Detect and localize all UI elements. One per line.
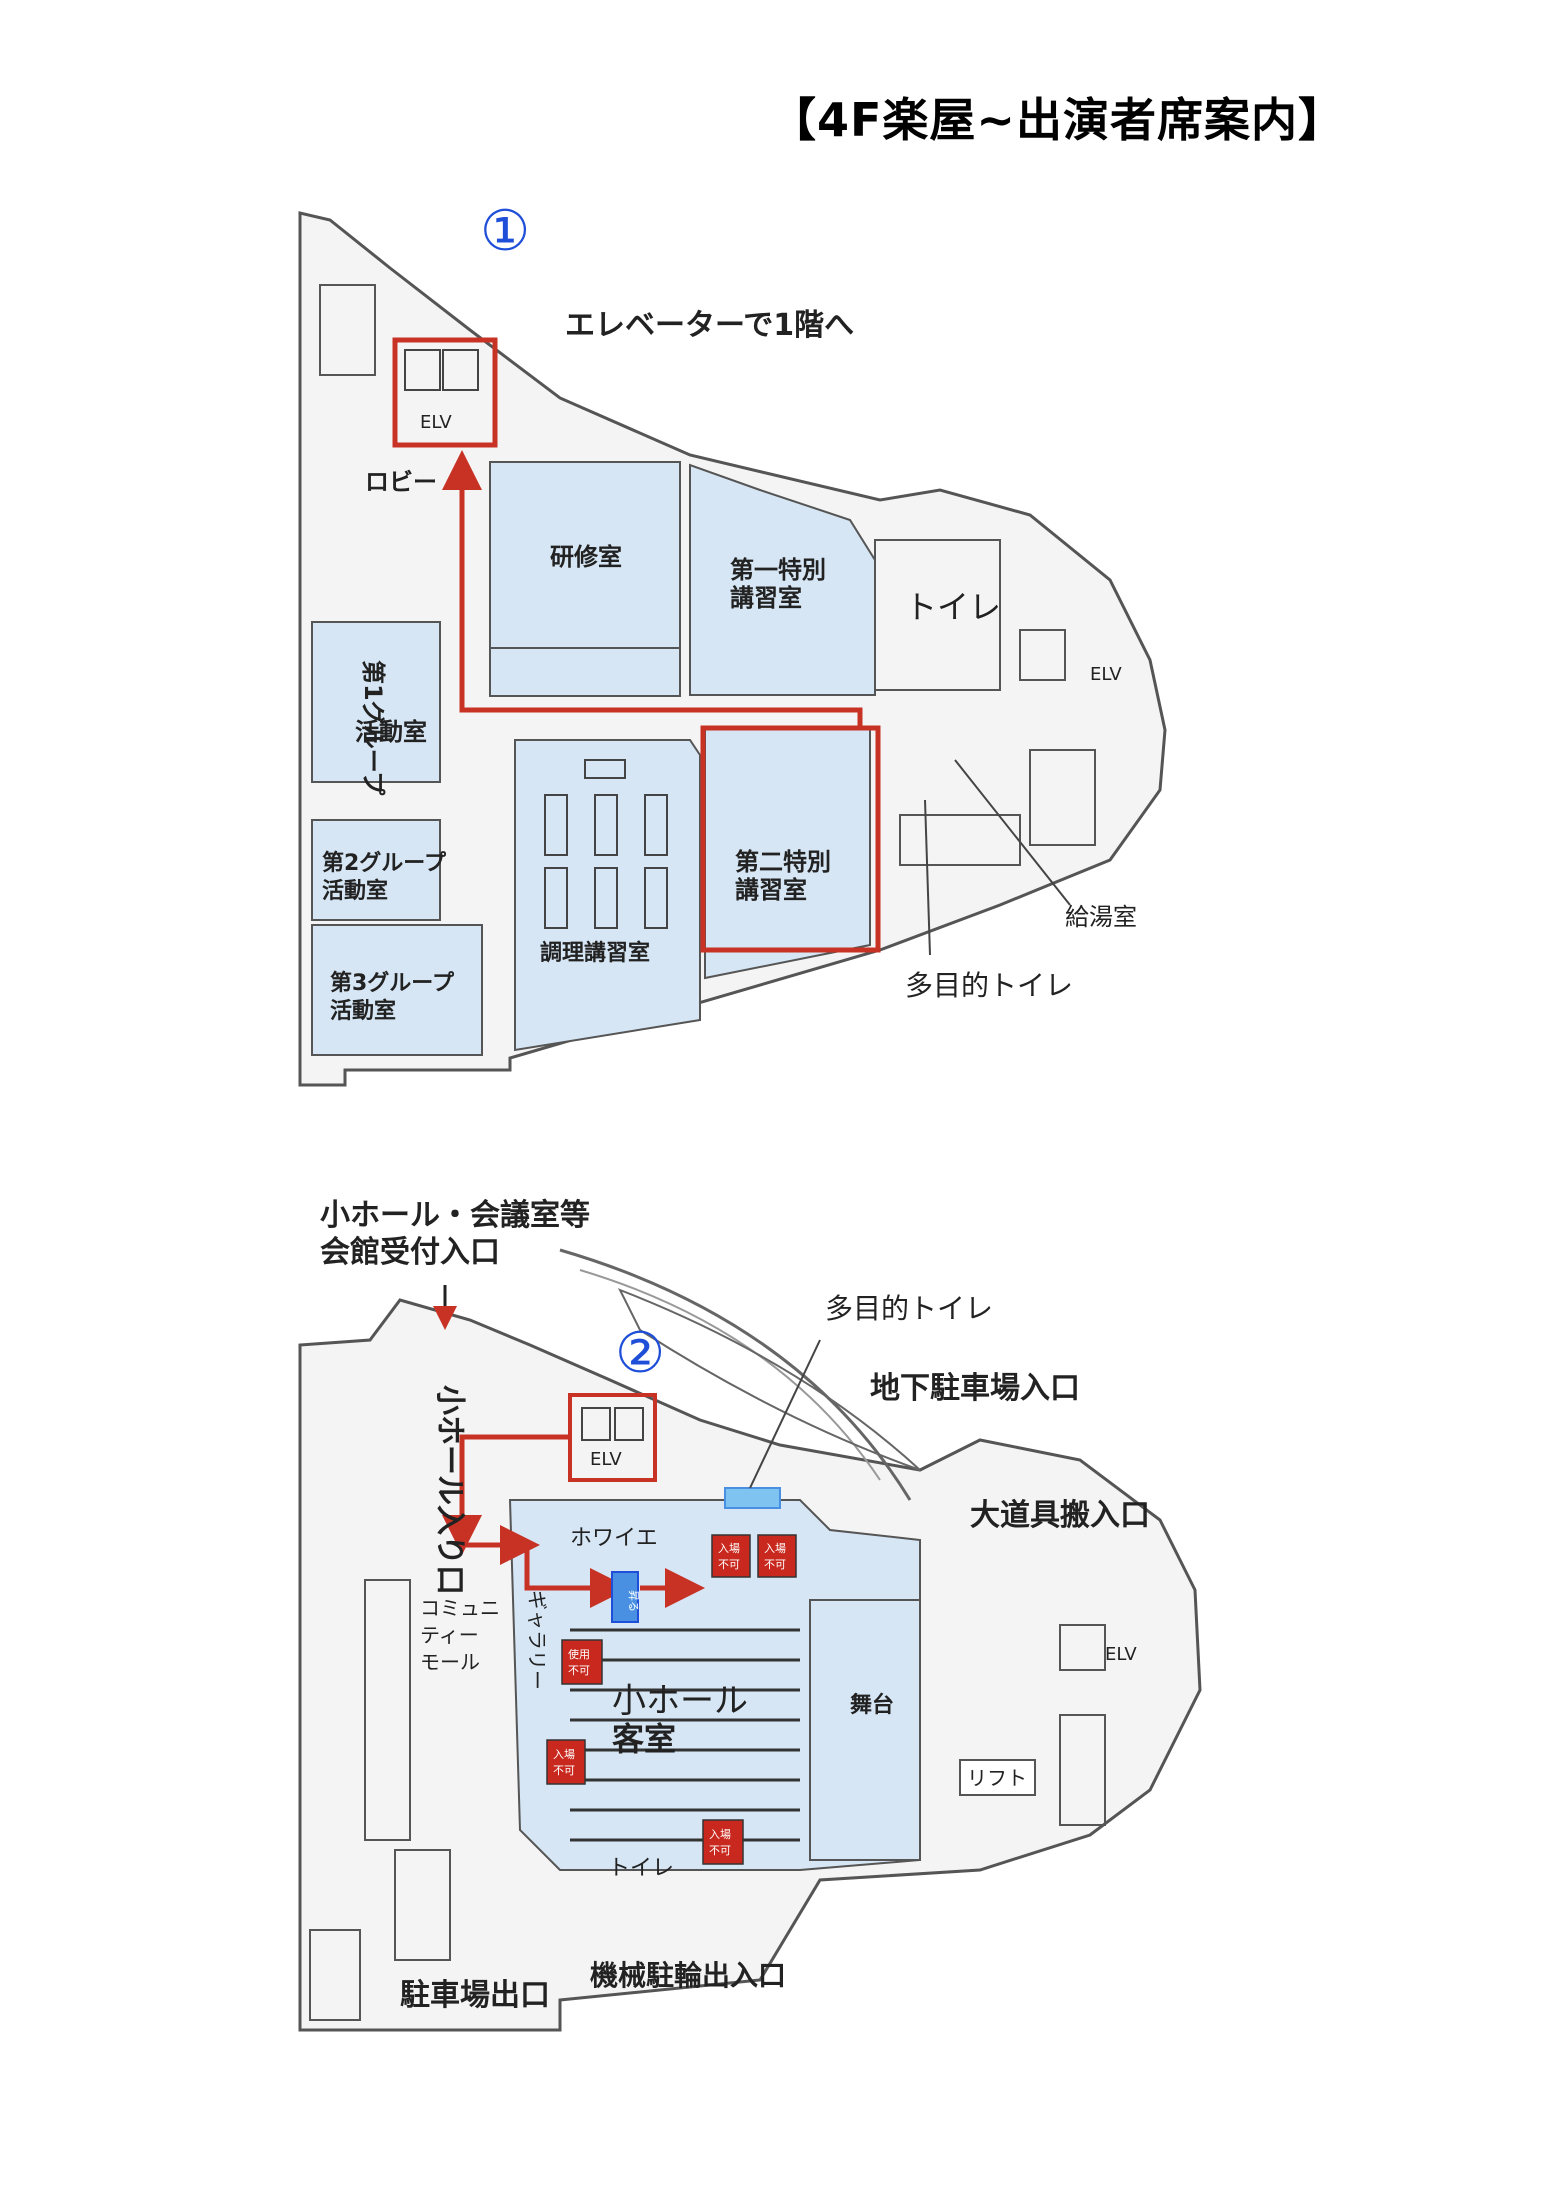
svg-text:不可: 不可 <box>553 1764 575 1777</box>
restricted-badge-c: 使用 不可 <box>561 1639 603 1685</box>
svg-text:入場: 入場 <box>553 1748 575 1761</box>
kenshu-label: 研修室 <box>550 543 622 571</box>
lift-box <box>959 1759 1036 1796</box>
svg-text:不可: 不可 <box>764 1558 786 1571</box>
stairs-left-4f <box>319 284 376 376</box>
toilet-label-1f: トイレ <box>608 1856 674 1881</box>
dai2-label-1: 第二特別 <box>735 848 831 876</box>
chika-label: 地下駐車場入口 <box>870 1371 1080 1406</box>
stage-area <box>809 1599 921 1861</box>
step-1-marker: ① <box>480 199 530 264</box>
kyuto-label: 給湯室 <box>1065 903 1137 931</box>
chushajo-label: 駐車場出口 <box>400 1978 550 2013</box>
map-1f: 昇る 入場 不可 入場 不可 使用 不可 入場 不可 入場 不可 小ホール・会 <box>298 1198 1202 2032</box>
group1-label: 活動室 <box>355 718 427 746</box>
elv-label-4f: ELV <box>420 412 452 433</box>
map-4f: ① エレベーターで1階へ ELV ロビー 研修室 第一特別 講習室 トイレ EL… <box>298 199 1167 1087</box>
kikai-label: 機械駐輪出入口 <box>590 1959 786 1992</box>
stairs-up-label: 昇る <box>627 1590 640 1612</box>
dai2-label-2: 講習室 <box>735 876 807 904</box>
dai2-highlight <box>700 725 881 953</box>
entrance-label-1: 小ホール・会議室等 <box>320 1198 590 1233</box>
restricted-badge-d: 入場 不可 <box>546 1739 586 1785</box>
room-group2 <box>311 819 441 921</box>
komyuniti-label-2: ティー <box>420 1623 479 1647</box>
toilet-label-4f: トイレ <box>905 588 1001 626</box>
stairs-right-4f <box>1029 749 1096 846</box>
kyuto-box <box>899 814 1021 866</box>
kyakushitsu-label-1: 小ホール <box>612 1681 748 1721</box>
gallery-label: ギャラリー <box>525 1590 549 1690</box>
group2-label-2: 活動室 <box>322 878 388 904</box>
svg-text:入場: 入場 <box>764 1542 786 1555</box>
dai1-label-2: 講習室 <box>730 584 802 612</box>
elv-label-1f: ELV <box>590 1449 622 1470</box>
ohdogu-label: 大道具搬入口 <box>970 1498 1150 1533</box>
svg-text:入場: 入場 <box>709 1828 731 1841</box>
elv-right-label-4f: ELV <box>1090 664 1122 685</box>
kohall-entrance-label: 小ホール入り口 <box>432 1385 467 1595</box>
room-chori <box>514 739 701 1052</box>
group3-label-2: 活動室 <box>330 998 396 1024</box>
tamokuteki-marker-1f <box>724 1487 781 1509</box>
room-kenshu-storage <box>489 647 681 697</box>
page-title: 【4F楽屋~出演者席案内】 <box>770 93 1345 147</box>
svg-text:不可: 不可 <box>718 1558 740 1571</box>
room-group3 <box>311 924 483 1056</box>
tamokuteki-label-1f: 多目的トイレ <box>825 1292 993 1325</box>
svg-text:不可: 不可 <box>709 1844 731 1857</box>
instruction-4f: エレベーターで1階へ <box>565 308 854 343</box>
tamokuteki-label-4f: 多目的トイレ <box>905 969 1073 1002</box>
restricted-badge-b: 入場 不可 <box>757 1534 797 1578</box>
entrance-label-2: 会館受付入口 <box>320 1235 500 1270</box>
group1-title: 第1グループ <box>359 660 387 796</box>
kyakushitsu-label-2: 客室 <box>612 1720 676 1758</box>
route-4f <box>442 450 863 728</box>
lift-label: リフト <box>967 1766 1027 1790</box>
room-group1 <box>311 621 441 783</box>
dai1-label-1: 第一特別 <box>730 556 826 584</box>
elv-highlight-4f <box>392 337 498 448</box>
restricted-badge-a: 入場 不可 <box>711 1534 751 1578</box>
svg-text:不可: 不可 <box>568 1664 590 1677</box>
hoie-label: ホワイエ <box>570 1526 658 1551</box>
komyuniti-label-3: モール <box>420 1650 480 1674</box>
step-2-marker: ② <box>615 1321 665 1386</box>
komyuniti-label-1: コミュニ <box>420 1596 500 1620</box>
chori-label: 調理講習室 <box>540 940 650 966</box>
elv-right-4f-box <box>1019 629 1066 681</box>
toilet-block <box>874 539 1001 691</box>
elv-right-label-1f: ELV <box>1105 1644 1137 1665</box>
lobby-label: ロビー <box>365 468 437 496</box>
group2-label-1: 第2グループ <box>322 850 447 876</box>
butai-label: 舞台 <box>850 1692 894 1718</box>
group3-label-1: 第3グループ <box>330 970 455 996</box>
route-1f-a <box>442 1434 570 1555</box>
restricted-badge-e: 入場 不可 <box>702 1819 744 1865</box>
stairs-up-badge <box>611 1571 639 1623</box>
route-1f-c <box>524 1545 630 1608</box>
room-kenshu <box>489 461 681 649</box>
svg-text:使用: 使用 <box>568 1648 590 1661</box>
svg-text:入場: 入場 <box>718 1542 740 1555</box>
